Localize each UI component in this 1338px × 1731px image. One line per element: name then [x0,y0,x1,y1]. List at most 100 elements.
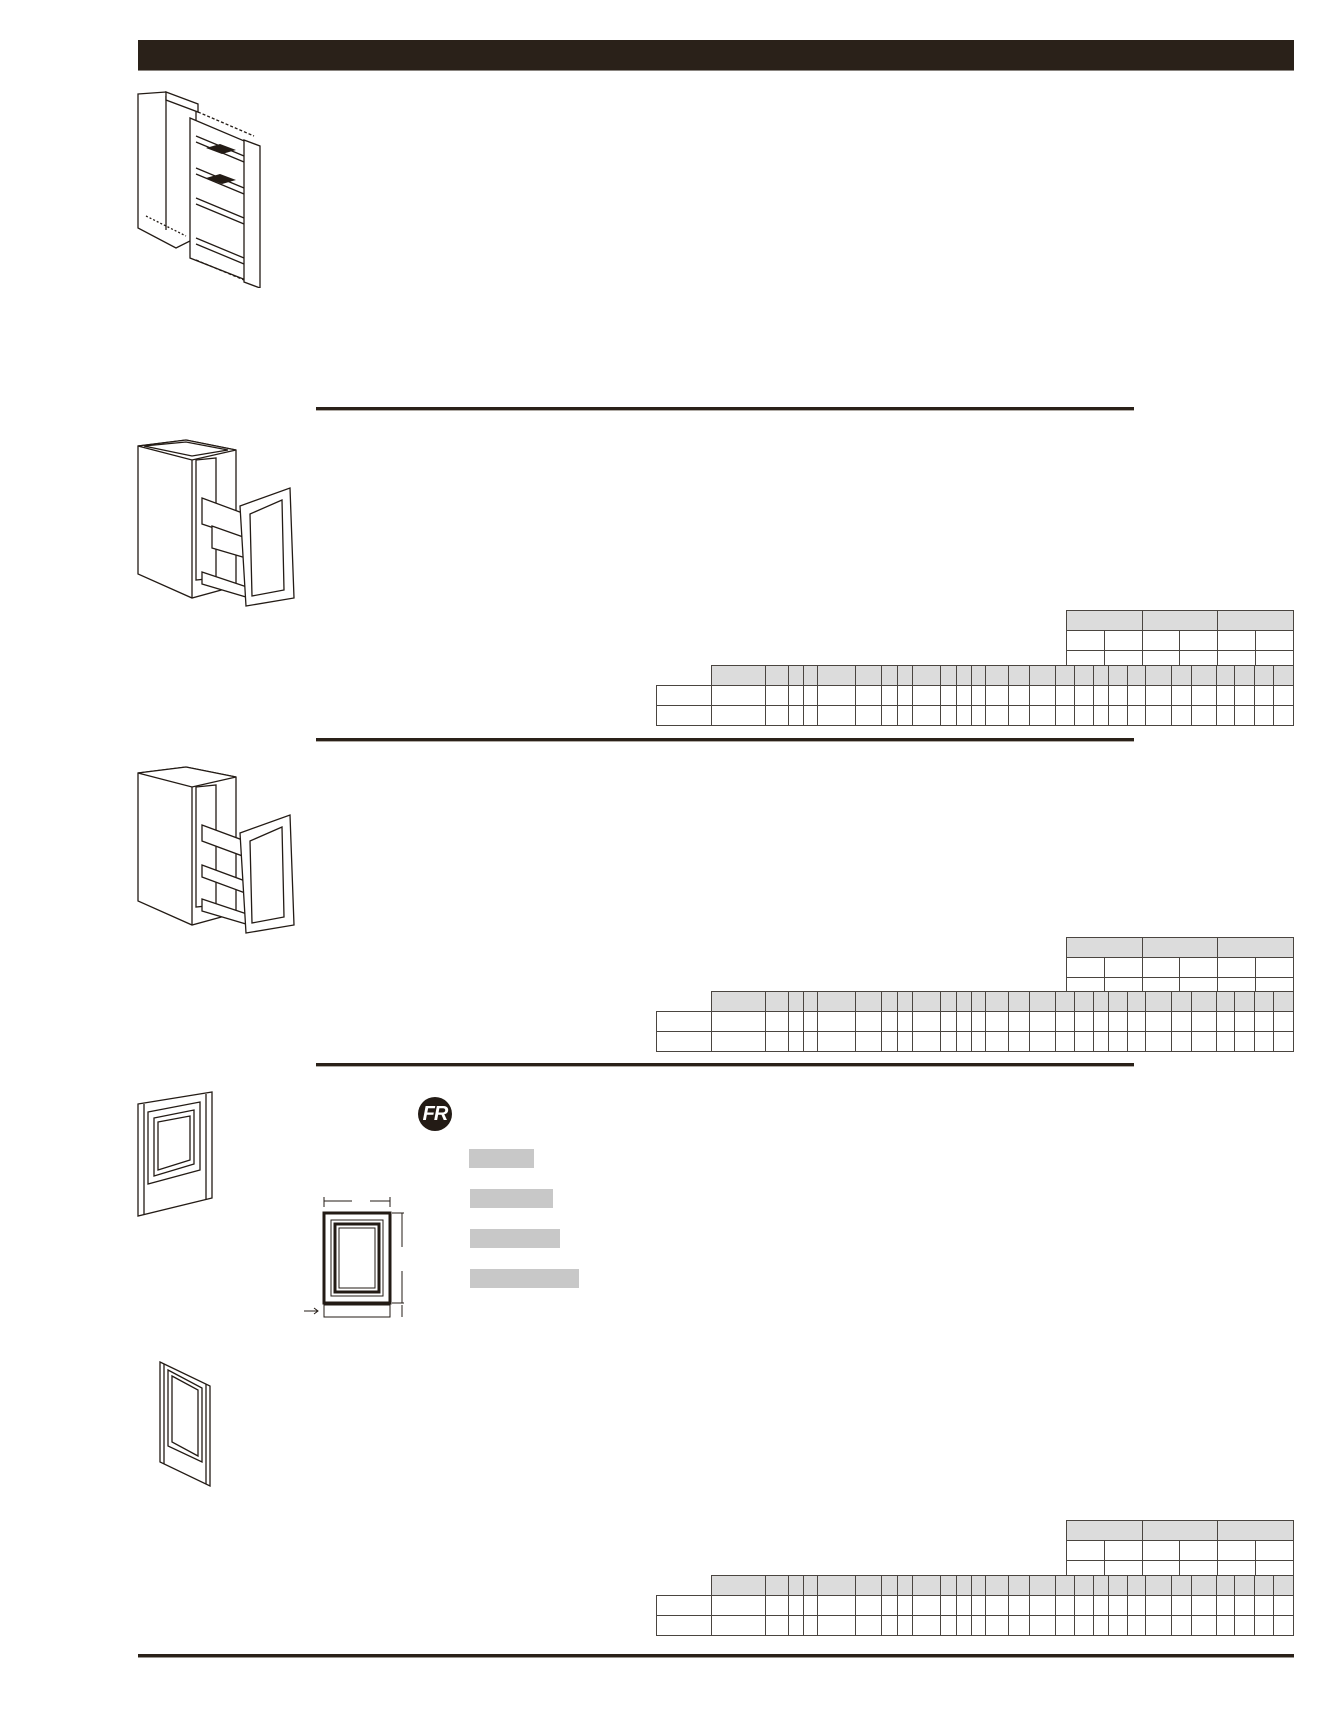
row-label [656,685,712,706]
column-header [939,1575,957,1596]
table-cell [1093,1615,1109,1636]
table-cell [1190,1011,1217,1032]
column-header [765,1575,789,1596]
table-cell [1055,1011,1075,1032]
subheader-cell [1103,630,1143,651]
subheader-cell [1141,1540,1181,1561]
table-cell [881,685,899,706]
table-cell [970,1615,987,1636]
subheader-cell [1255,1540,1294,1561]
subheader-cell [1217,630,1257,651]
table-cell [1007,705,1031,726]
subheader-cell [1217,957,1257,978]
table-cell [985,685,1009,706]
table-cell [1055,1595,1075,1616]
table-cell [1073,1595,1095,1616]
column-header [985,1575,1009,1596]
table-cell [855,705,883,726]
column-header [1007,991,1031,1012]
table-cell [1029,1011,1057,1032]
column-header [881,665,899,686]
table-cell [710,1011,767,1032]
table-row [656,705,1294,726]
table-cell [1126,1615,1147,1636]
table-cell [1055,1615,1075,1636]
footer-rule [138,1654,1294,1658]
table-cell [897,1031,914,1052]
table-cell [1171,1011,1192,1032]
table-cell [817,685,857,706]
table-cell [1007,1011,1031,1032]
column-header [955,1575,972,1596]
table-cell [970,1031,987,1052]
table-cell [1055,685,1075,706]
section-divider [316,407,1134,411]
table-cell [1253,1011,1275,1032]
column-header [912,1575,941,1596]
table-cell [1253,685,1275,706]
table-cell [939,1615,957,1636]
table-cell [1073,705,1095,726]
table-cell [1126,1595,1147,1616]
column-header [787,1575,804,1596]
column-header [1234,1575,1255,1596]
subheader-cell [1103,1540,1143,1561]
column-header [710,1575,767,1596]
table-cell [710,1595,767,1616]
table-cell [1171,1615,1192,1636]
column-header [817,665,857,686]
row-label [656,1011,712,1032]
column-header [970,991,987,1012]
table-cell [1253,1615,1275,1636]
table-cell [802,1011,819,1032]
table-cell [939,1595,957,1616]
spec-table-small [1066,1520,1294,1581]
column-header [802,991,819,1012]
column-header [1215,991,1236,1012]
row-label [656,1595,712,1616]
option-label-bar [469,1149,534,1168]
column-header [1171,1575,1192,1596]
table-cell [855,1011,883,1032]
column-header [710,665,767,686]
table-cell [855,1615,883,1636]
table-cell [939,705,957,726]
table-cell [802,1615,819,1636]
table-cell [710,705,767,726]
table-cell [1190,1031,1217,1052]
table-cell [765,1595,789,1616]
table-cell [1126,685,1147,706]
column-header [787,991,804,1012]
column-header [985,665,1009,686]
table-cell [710,685,767,706]
column-header [787,665,804,686]
table-cell [817,705,857,726]
column-header [1055,665,1075,686]
table-cell [1093,1031,1109,1052]
table-cell [1234,705,1255,726]
table-cell [970,1595,987,1616]
column-header [1126,991,1147,1012]
subheader-cell [1179,1540,1219,1561]
table-cell [1215,1031,1236,1052]
table-cell [881,1031,899,1052]
table-cell [1055,705,1075,726]
table-cell [817,1031,857,1052]
column-header [912,665,941,686]
table-cell [1108,1031,1128,1052]
table-cell [1234,685,1255,706]
column-header [955,665,972,686]
table-row [656,685,1294,706]
table-cell [1215,1595,1236,1616]
header-group [1066,610,1143,631]
subheader-cell [1066,630,1105,651]
table-cell [855,1031,883,1052]
column-header [1171,991,1192,1012]
table-cell [1273,685,1294,706]
table-cell [1171,1031,1192,1052]
table-cell [1145,685,1173,706]
column-header [1093,665,1109,686]
row-label [656,1031,712,1052]
table-row [656,1595,1294,1616]
table-row [656,1615,1294,1636]
